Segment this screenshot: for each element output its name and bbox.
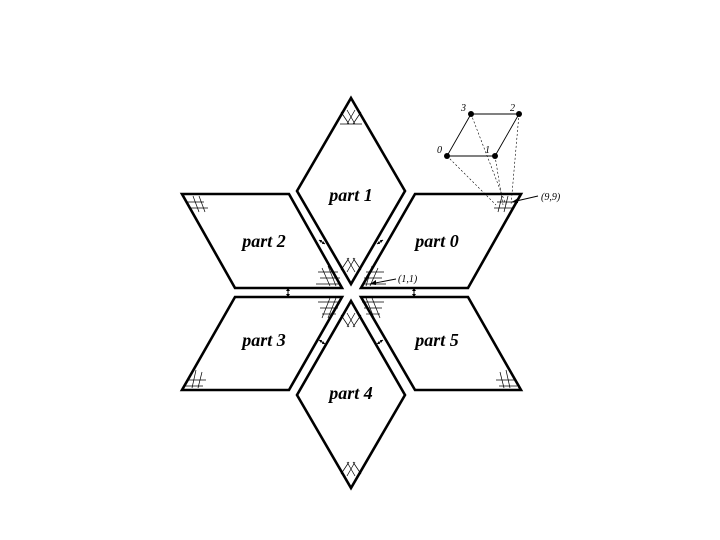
- part-4-corner-hatch-top: [340, 312, 362, 328]
- part-3-corner-hatch-left: [185, 369, 206, 389]
- part-2: part 2: [179, 192, 345, 290]
- part-1-outline: [295, 95, 407, 287]
- index-annotation-b: (1,1): [369, 274, 418, 285]
- part-0-outline: [358, 192, 524, 290]
- adjacency-marker-part0-part5: [412, 288, 416, 297]
- inset-projection-line-1: [494, 155, 504, 206]
- part-1-label: part 1: [327, 185, 373, 205]
- part-5: part 5: [358, 295, 524, 392]
- inset-corner-2-label: 2: [510, 103, 515, 114]
- part-4: part 4: [295, 298, 407, 491]
- part-5-corner-hatch-left: [362, 297, 384, 319]
- part-1: part 1: [295, 95, 407, 287]
- adjacency-marker-part2-part3: [286, 288, 290, 297]
- part-4-label: part 4: [327, 383, 373, 403]
- part-3: part 3: [179, 295, 345, 392]
- part-3-corner-hatch-right: [318, 297, 340, 319]
- adjacency-marker-part1-part2: [318, 239, 326, 245]
- part-5-corner-hatch-right: [496, 369, 517, 389]
- index-annotation-a: (9,9): [511, 192, 561, 203]
- inset-corner-1-label: 1: [485, 145, 490, 156]
- part-5-outline: [358, 295, 524, 392]
- index-annotation-a-label: (9,9): [541, 192, 561, 203]
- inset-reference-parallelogram: 0 1 2 3: [437, 103, 522, 206]
- part-4-corner-hatch-bottom: [340, 461, 362, 477]
- part-0-label: part 0: [413, 231, 459, 251]
- inset-corner-0-label: 0: [437, 145, 442, 156]
- inset-corner-3-label: 3: [460, 103, 466, 114]
- inset-projection-line-2: [510, 113, 520, 206]
- part-2-corner-hatch-left: [186, 195, 208, 213]
- inset-projection-line-3: [470, 113, 507, 206]
- part-0: part 0: [358, 192, 524, 290]
- part-1-corner-hatch-top: [340, 109, 362, 125]
- adjacency-marker-part5-part4: [376, 339, 384, 345]
- adjacency-marker-part3-part4: [318, 339, 326, 345]
- part-4-outline: [295, 298, 407, 491]
- adjacency-markers: [286, 239, 416, 345]
- part-2-outline: [179, 192, 345, 290]
- part-2-label: part 2: [240, 231, 286, 251]
- part-3-label: part 3: [240, 330, 286, 350]
- inset-outline: [446, 113, 520, 157]
- adjacency-marker-part1-part0: [376, 239, 384, 245]
- index-annotation-b-label: (1,1): [398, 274, 418, 285]
- part-2-corner-hatch-right: [316, 265, 340, 287]
- part-1-corner-hatch-bottom: [340, 257, 362, 273]
- inset-projection-line-0: [446, 155, 497, 206]
- part-5-label: part 5: [413, 330, 459, 350]
- part-3-outline: [179, 295, 345, 392]
